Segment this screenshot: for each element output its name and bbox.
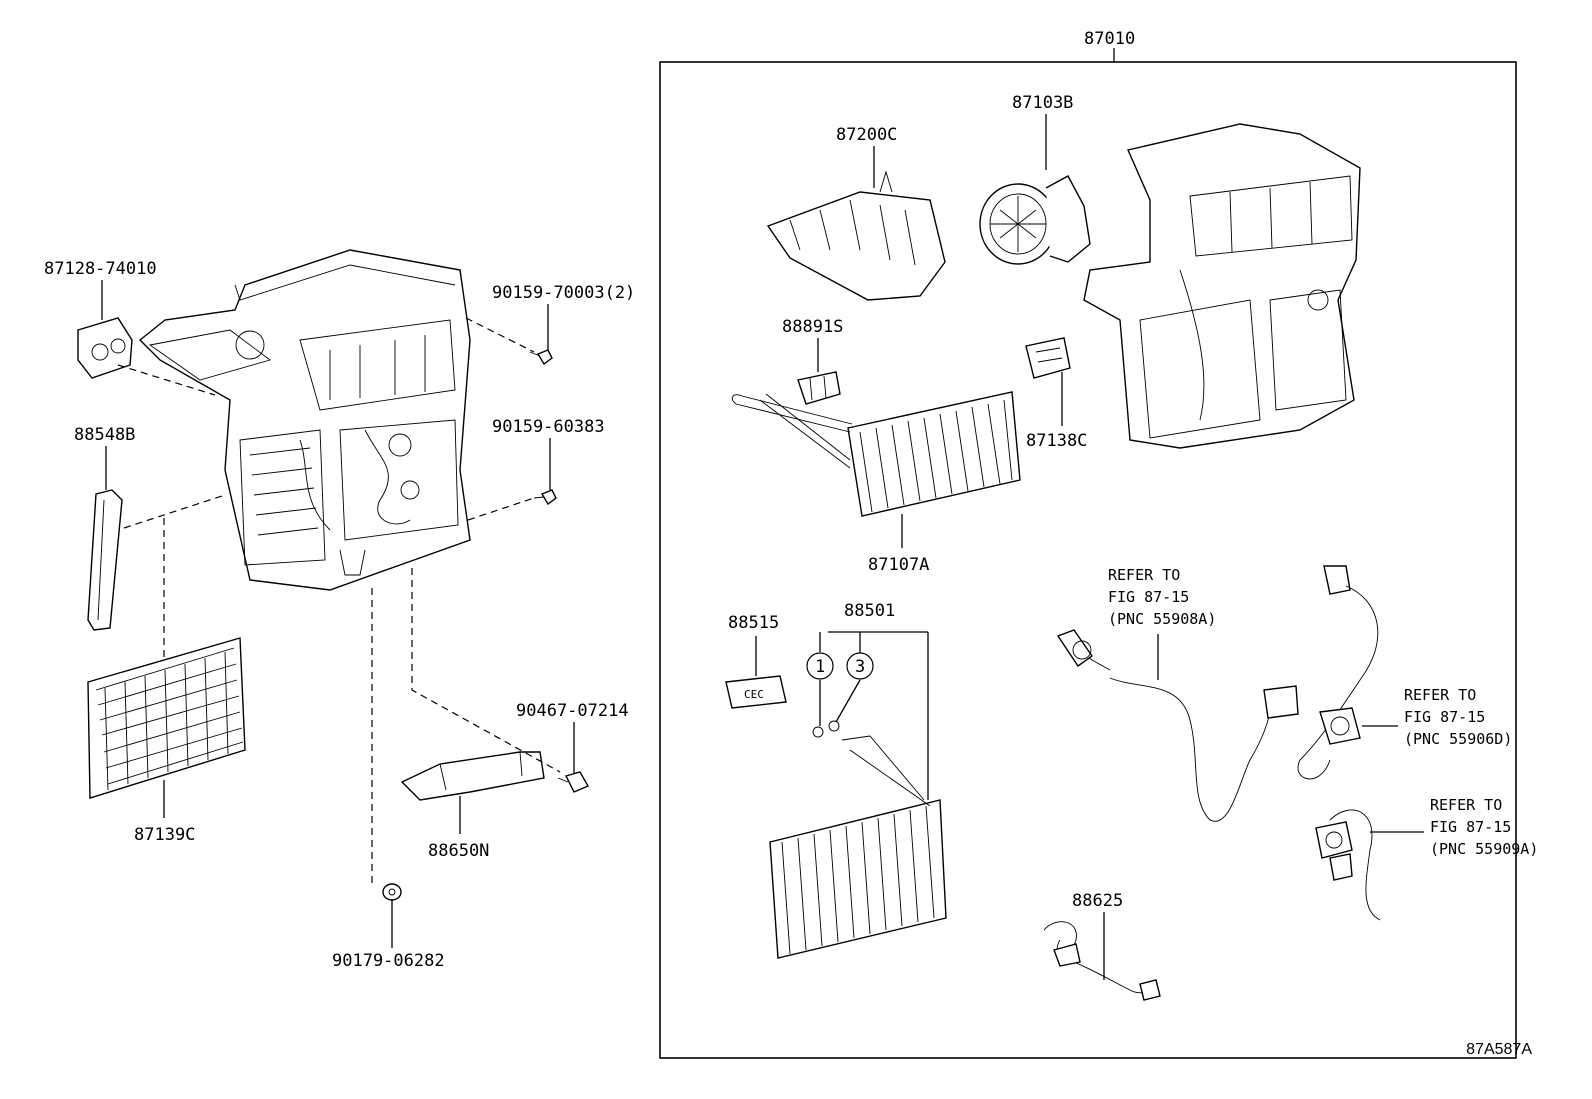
part-88891S: [797, 371, 841, 405]
label-88548B: 88548B: [74, 425, 135, 445]
label-87010: 87010: [1084, 29, 1135, 49]
refer-c-line3: (PNC 55909A): [1430, 840, 1538, 858]
refer-a-line2: FIG 87-15: [1108, 588, 1189, 606]
refer-a-line3: (PNC 55908A): [1108, 610, 1216, 628]
clip-90467-07214: [557, 771, 589, 793]
refer-a-line1: REFER TO: [1108, 566, 1180, 584]
label-87138C: 87138C: [1026, 431, 1087, 451]
oring-callout-3: 3: [846, 652, 874, 680]
hvac-case-right: [1083, 123, 1361, 449]
oring-callout-1: 1: [806, 652, 834, 680]
part-87138C: [1025, 337, 1071, 379]
screw-90159-70003: [529, 349, 553, 366]
sensor-harness-55909A: [1315, 809, 1381, 921]
refer-c-line2: FIG 87-15: [1430, 818, 1511, 836]
part-88501: [769, 720, 947, 959]
part-87139C: [87, 637, 246, 799]
part-87200C: [766, 170, 946, 301]
assembly-frame: [659, 61, 1517, 1059]
part-88548B: [87, 489, 123, 631]
part-88650N: [400, 751, 545, 801]
part-88625: [1043, 921, 1161, 1001]
label-88625: 88625: [1072, 891, 1123, 911]
refer-c-line1: REFER TO: [1430, 796, 1502, 814]
label-87128-74010: 87128-74010: [44, 259, 157, 279]
refer-note-55906D: REFER TO FIG 87-15 (PNC 55906D): [1404, 686, 1512, 748]
screw-90159-60383: [533, 489, 557, 506]
label-90159-70003: 90159-70003(2): [492, 283, 635, 303]
label-88515: 88515: [728, 613, 779, 633]
part-87107A: [731, 391, 1021, 517]
label-87200C: 87200C: [836, 125, 897, 145]
label-90159-60383: 90159-60383: [492, 417, 605, 437]
label-87103B: 87103B: [1012, 93, 1073, 113]
refer-b-line1: REFER TO: [1404, 686, 1476, 704]
refer-b-line3: (PNC 55906D): [1404, 730, 1512, 748]
oring-1-number: 1: [815, 657, 825, 677]
sensor-harness-55906D: [1297, 565, 1379, 780]
valve-marking: CEC: [744, 688, 764, 701]
part-88515: CEC: [725, 675, 787, 709]
label-88891S: 88891S: [782, 317, 843, 337]
figure-id: 87A587A: [1466, 1041, 1532, 1058]
refer-note-55909A: REFER TO FIG 87-15 (PNC 55909A): [1430, 796, 1538, 858]
sensor-harness-55908A: [1056, 629, 1299, 822]
nut-90179-06282: [382, 883, 402, 901]
refer-note-55908A: REFER TO FIG 87-15 (PNC 55908A): [1108, 566, 1216, 628]
part-87128-74010: [77, 317, 133, 379]
oring-3-number: 3: [855, 657, 865, 677]
label-90179-06282: 90179-06282: [332, 951, 445, 971]
label-87107A: 87107A: [868, 555, 929, 575]
label-88650N: 88650N: [428, 841, 489, 861]
label-87139C: 87139C: [134, 825, 195, 845]
label-88501: 88501: [844, 601, 895, 621]
hvac-case-assembly: [138, 249, 471, 591]
label-90467-07214: 90467-07214: [516, 701, 629, 721]
refer-b-line2: FIG 87-15: [1404, 708, 1485, 726]
part-87103B: [979, 175, 1091, 265]
